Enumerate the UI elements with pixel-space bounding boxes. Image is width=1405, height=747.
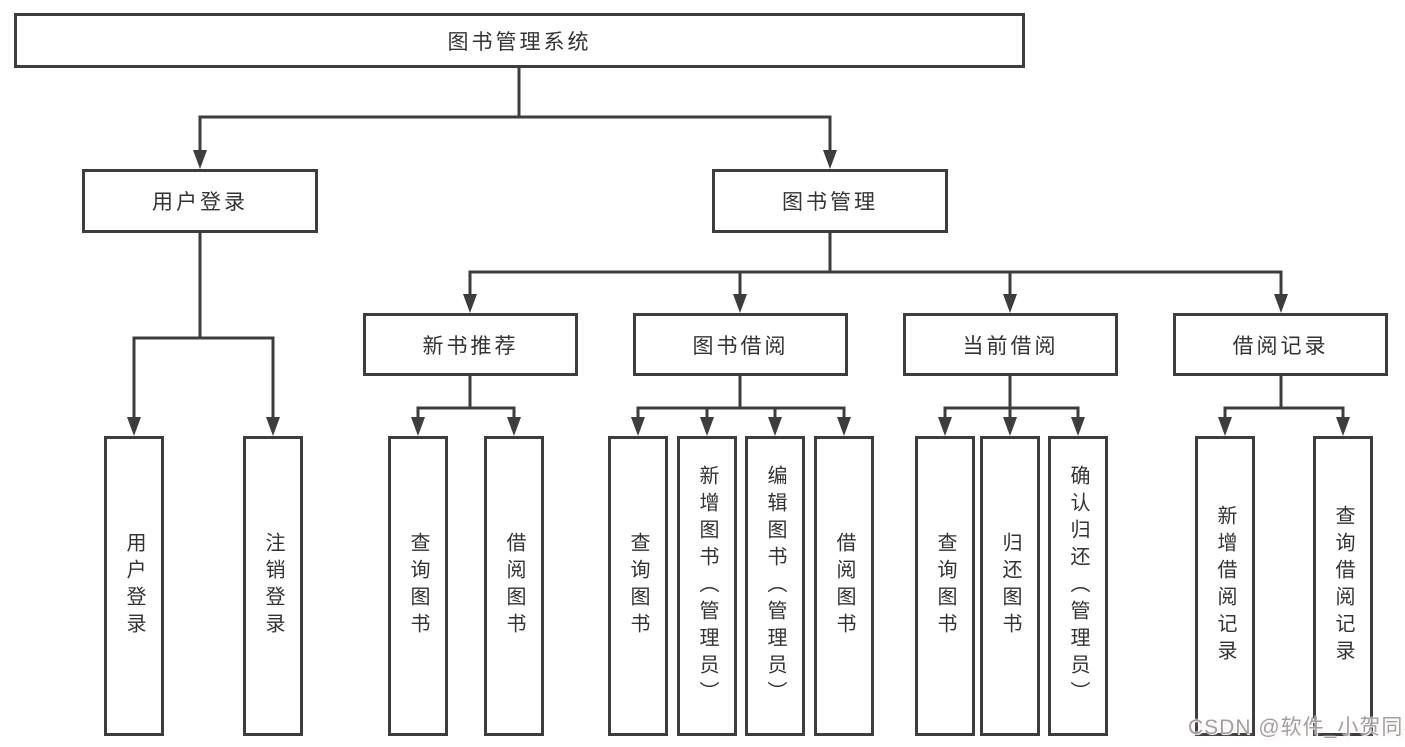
leaf-add-books-admin: 新增图书（管理员）: [677, 436, 737, 736]
leaf-query-books-borrowing: 查询图书: [608, 436, 668, 736]
leaf-user-login: 用户登录: [104, 436, 164, 736]
leaf-edit-books-admin: 编辑图书（管理员）: [745, 436, 805, 736]
leaf-borrow-books-recommend: 借阅图书: [484, 436, 544, 736]
node-book-management: 图书管理: [712, 169, 948, 233]
leaf-add-borrow-record: 新增借阅记录: [1195, 436, 1255, 736]
node-current-borrowing: 当前借阅: [903, 313, 1118, 376]
node-new-book-recommendation: 新书推荐: [363, 313, 578, 376]
leaf-logout: 注销登录: [243, 436, 303, 736]
node-root-system: 图书管理系统: [14, 13, 1025, 68]
leaf-query-books-current: 查询图书: [915, 436, 975, 736]
leaf-return-books: 归还图书: [980, 436, 1040, 736]
arrowheads: [127, 150, 1350, 436]
leaf-query-borrow-record: 查询借阅记录: [1313, 436, 1373, 736]
leaf-borrow-books-borrowing: 借阅图书: [814, 436, 874, 736]
csdn-watermark: CSDN @软件_小贺同学: [1188, 716, 1405, 739]
node-user-login-branch: 用户登录: [82, 169, 318, 233]
node-borrowing-records: 借阅记录: [1173, 313, 1388, 376]
leaf-confirm-return-admin: 确认归还（管理员）: [1048, 436, 1108, 736]
node-book-borrowing: 图书借阅: [633, 313, 848, 376]
leaf-query-books-recommend: 查询图书: [388, 436, 448, 736]
